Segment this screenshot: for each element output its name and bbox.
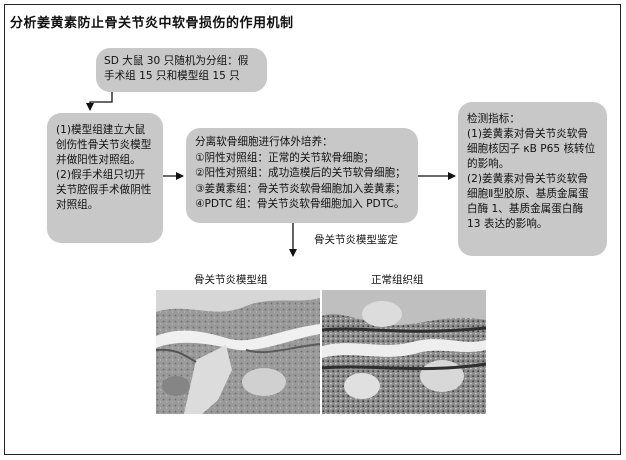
indicator-item-2: (2)姜黄素对骨关节炎软骨细胞Ⅱ型胶原、基质金属蛋白酶 1、基质金属蛋白酶 13…	[467, 173, 589, 230]
model-item-2: (2)假手术组只切开关节腔假手术做阴性对照组。	[56, 169, 152, 211]
model-setup-box: (1)模型组建立大鼠创伤性骨关节炎模型并做阳性对照组。 (2)假手术组只切开关节…	[47, 113, 163, 243]
oa-image-label: 骨关节炎模型组	[194, 274, 268, 286]
culture-heading: 分离软骨细胞进行体外培养：	[195, 136, 333, 148]
normal-image-label: 正常组织组	[371, 274, 424, 286]
grouping-line-2: 手术组 15 只和模型组 15 只	[104, 70, 240, 82]
indicator-item-1: (1)姜黄素对骨关节炎软骨细胞核因子 κB P65 核转位的影响。	[467, 128, 596, 170]
culture-item-4: ④PDTC 组：骨关节炎软骨细胞加入 PDTC。	[195, 198, 405, 210]
figure-title: 分析姜黄素防止骨关节炎中软骨损伤的作用机制	[10, 16, 294, 31]
oa-histology-image	[156, 290, 320, 414]
indicators-box: 检测指标： (1)姜黄素对骨关节炎软骨细胞核因子 κB P65 核转位的影响。 …	[458, 102, 607, 256]
culture-item-2: ②阳性对照组：成功造模后的关节软骨细胞；	[195, 167, 406, 179]
culture-item-3: ③姜黄素组：骨关节炎软骨细胞加入姜黄素；	[195, 182, 406, 195]
normal-histology-image	[322, 290, 486, 414]
figure-frame	[4, 4, 621, 455]
cell-culture-box: 分离软骨细胞进行体外培养： ①阴性对照组：正常的关节软骨细胞； ②阳性对照组：成…	[186, 128, 418, 223]
grouping-line-1: SD 大鼠 30 只随机为分组：假	[104, 55, 249, 67]
assessment-label: 骨关节炎模型鉴定	[314, 234, 398, 246]
culture-item-1: ①阴性对照组：正常的关节软骨细胞；	[195, 151, 374, 164]
model-item-1: (1)模型组建立大鼠创伤性骨关节炎模型并做阳性对照组。	[56, 124, 152, 166]
indicators-heading: 检测指标：	[467, 113, 520, 125]
grouping-box: SD 大鼠 30 只随机为分组：假 手术组 15 只和模型组 15 只	[96, 48, 267, 92]
arrow-grouping-to-models	[86, 92, 113, 111]
